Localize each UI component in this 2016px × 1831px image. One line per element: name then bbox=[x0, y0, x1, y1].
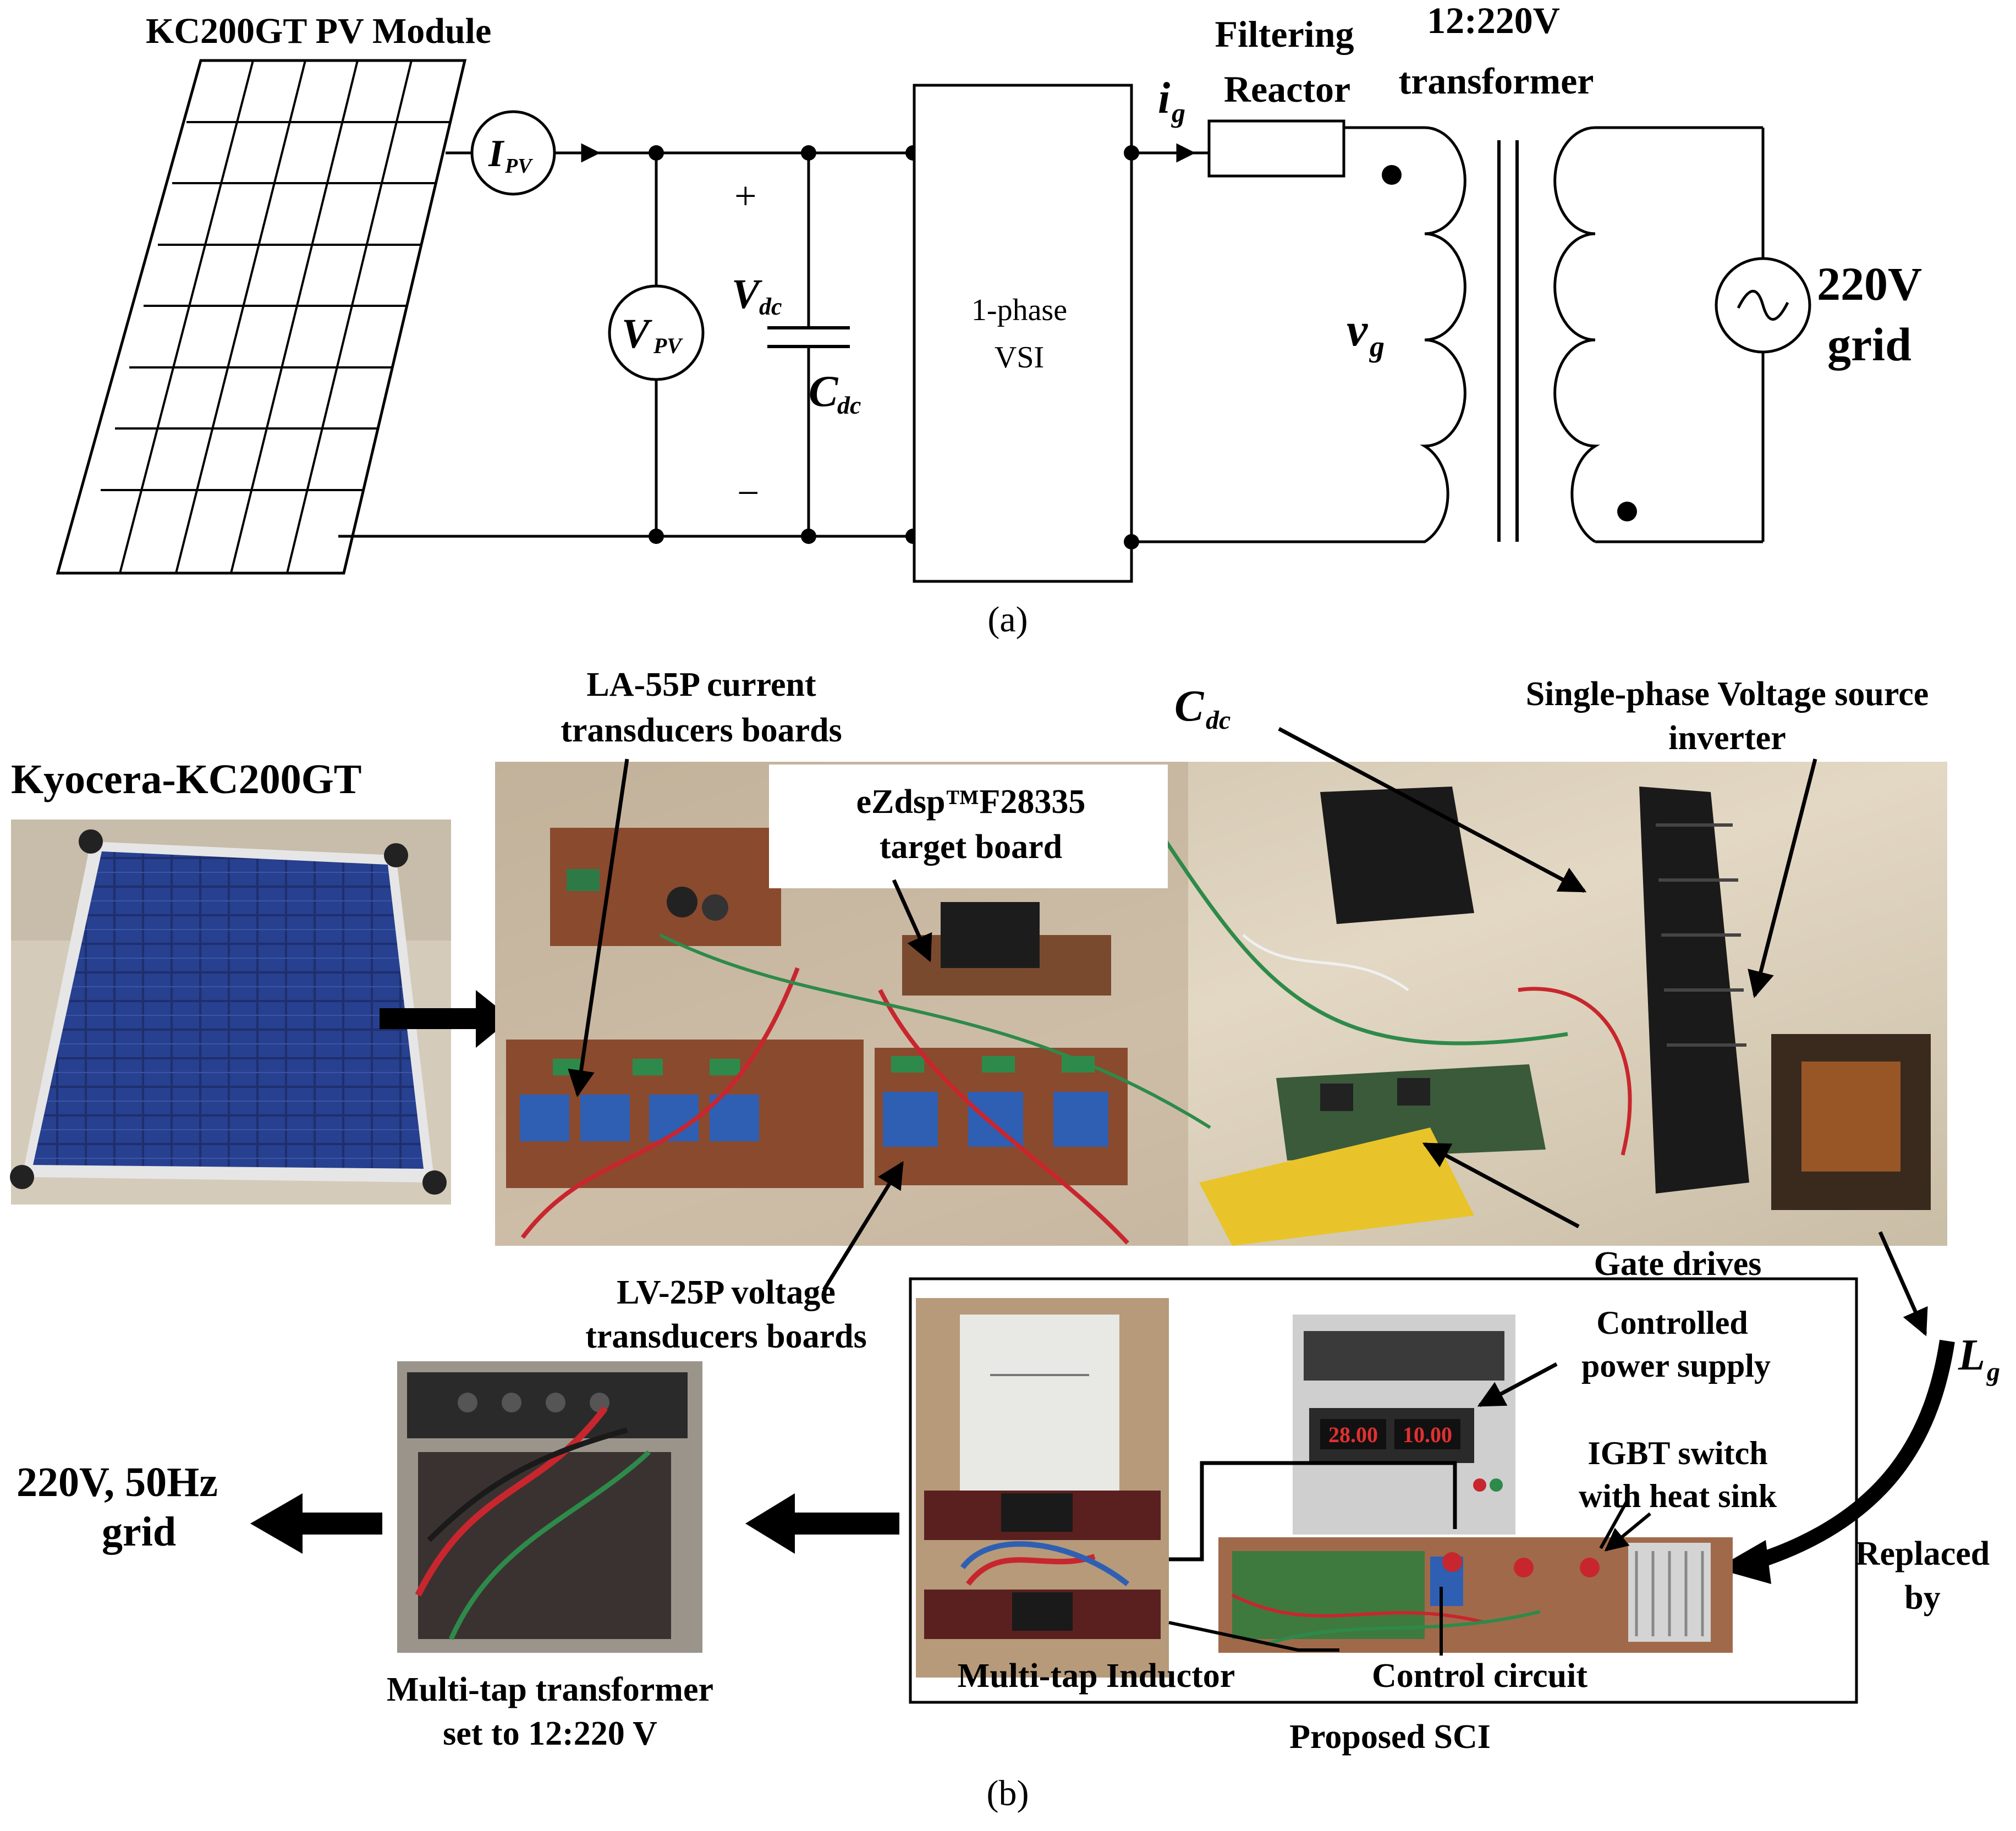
replaced-by-line1: Replaced bbox=[1855, 1535, 1990, 1572]
reactor-label-line1: Filtering bbox=[1215, 13, 1354, 55]
cdc-label: C dc bbox=[809, 367, 861, 419]
lab-bench-photo bbox=[495, 762, 1947, 1246]
voltmeter-vpv: V PV bbox=[608, 284, 705, 381]
la55p-label-line2: transducers boards bbox=[561, 712, 842, 749]
svg-text:g: g bbox=[1369, 330, 1385, 363]
svg-text:dc: dc bbox=[1206, 706, 1231, 735]
svg-text:I: I bbox=[488, 133, 505, 175]
svg-text:V: V bbox=[622, 311, 652, 357]
svg-text:28.00: 28.00 bbox=[1328, 1422, 1378, 1447]
caption-a: (a) bbox=[987, 600, 1028, 640]
multitap-inductor-photo bbox=[916, 1298, 1169, 1678]
svg-text:C: C bbox=[1174, 682, 1205, 730]
svg-text:g: g bbox=[1986, 1357, 2000, 1387]
pv-photo-title: Kyocera-KC200GT bbox=[11, 756, 361, 802]
ezdsp-label-line1: eZdsp™F28335 bbox=[856, 783, 1086, 821]
pv-panel-photo bbox=[10, 820, 451, 1205]
inverter-label-line2: inverter bbox=[1668, 719, 1786, 757]
grid-label-line1: 220V bbox=[1817, 257, 1922, 310]
reactor-label-line2: Reactor bbox=[1224, 68, 1350, 110]
filtering-reactor bbox=[1207, 119, 1345, 178]
ac-grid-source-icon bbox=[1715, 257, 1811, 354]
svg-text:10.00: 10.00 bbox=[1403, 1422, 1452, 1447]
igbt-label-line1: IGBT switch bbox=[1587, 1435, 1767, 1471]
gate-drives-label: Gate drives bbox=[1594, 1245, 1762, 1283]
control-circuit-label: Control circuit bbox=[1372, 1657, 1587, 1695]
control-circuit-photo bbox=[1218, 1537, 1733, 1653]
vg-label: v g bbox=[1347, 303, 1385, 363]
lg-label: L g bbox=[1958, 1331, 2000, 1387]
inverter-label-line1: Single-phase Voltage source bbox=[1526, 675, 1929, 713]
grid-setup-label-line2: grid bbox=[102, 1509, 176, 1555]
svg-text:i: i bbox=[1158, 74, 1170, 123]
controlled-ps-label-line2: power supply bbox=[1581, 1348, 1771, 1384]
lv25p-label-line2: transducers boards bbox=[585, 1318, 867, 1355]
vdc-label: V dc bbox=[732, 271, 782, 320]
multitap-transformer-label-line2: set to 12:220 V bbox=[443, 1715, 657, 1752]
svg-text:L: L bbox=[1958, 1331, 1985, 1379]
vsi-label-line1: 1-phase bbox=[971, 293, 1067, 327]
pv-module-label: KC200GT PV Module bbox=[146, 11, 491, 51]
proposed-sci-label: Proposed SCI bbox=[1289, 1718, 1491, 1756]
svg-text:dc: dc bbox=[837, 391, 861, 419]
svg-text:v: v bbox=[1347, 303, 1368, 356]
ezdsp-label-line2: target board bbox=[880, 828, 1062, 866]
cdc-setup-label: C dc bbox=[1174, 682, 1231, 735]
lv25p-label-line1: LV-25P voltage bbox=[617, 1274, 836, 1311]
multitap-inductor-label: Multi-tap Inductor bbox=[958, 1657, 1235, 1695]
replaced-by-line2: by bbox=[1904, 1579, 1940, 1616]
multitap-transformer-label-line1: Multi-tap transformer bbox=[387, 1671, 713, 1708]
schematic-diagram: KC200GT PV Module I PV bbox=[56, 0, 1922, 640]
transformer-label-line1: 12:220V bbox=[1427, 0, 1560, 41]
svg-text:PV: PV bbox=[653, 333, 683, 358]
ig-label: i g bbox=[1158, 74, 1185, 128]
svg-text:V: V bbox=[732, 271, 762, 317]
svg-text:PV: PV bbox=[504, 155, 533, 178]
igbt-label-line2: with heat sink bbox=[1579, 1478, 1777, 1514]
proposed-sci-frame bbox=[909, 1277, 1858, 1704]
plus-sign: + bbox=[734, 174, 757, 218]
vsi-box bbox=[913, 84, 1133, 583]
grid-label-line2: grid bbox=[1827, 318, 1911, 371]
svg-text:C: C bbox=[809, 367, 839, 416]
transformer-label-line2: transformer bbox=[1399, 60, 1594, 102]
ammeter-ipv: I PV bbox=[470, 110, 556, 196]
hardware-setup: Kyocera-KC200GT bbox=[10, 666, 2000, 1813]
svg-text:dc: dc bbox=[759, 293, 782, 320]
controlled-power-supply-photo: 28.00 10.00 bbox=[1293, 1315, 1515, 1535]
minus-sign: − bbox=[737, 471, 760, 515]
vsi-label-line2: VSI bbox=[995, 340, 1044, 375]
controlled-ps-label-line1: Controlled bbox=[1596, 1305, 1748, 1341]
caption-b: (b) bbox=[987, 1773, 1029, 1813]
la55p-label-line1: LA-55P current bbox=[586, 666, 816, 703]
pv-module-symbol bbox=[56, 59, 467, 575]
transformer-symbol bbox=[1347, 126, 1763, 543]
svg-text:g: g bbox=[1171, 97, 1185, 128]
multitap-transformer-photo bbox=[397, 1361, 702, 1653]
grid-setup-label-line1: 220V, 50Hz bbox=[17, 1459, 218, 1505]
